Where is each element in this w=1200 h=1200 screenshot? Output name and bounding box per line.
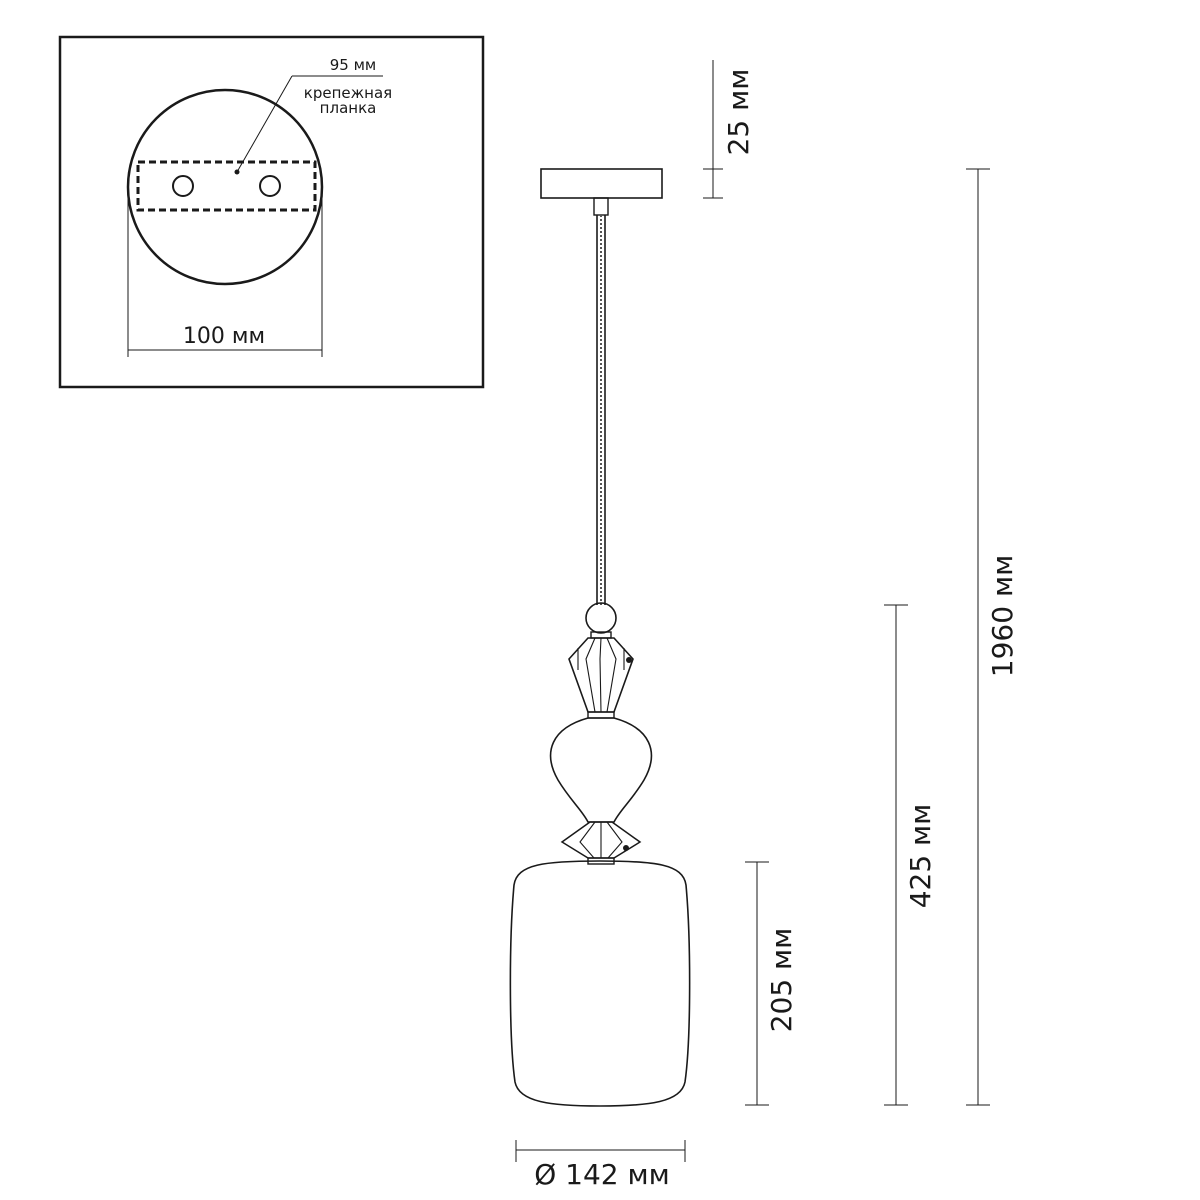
inset-frame [58, 35, 485, 389]
plate-name-line2: планка [320, 99, 377, 117]
total-height-label: 1960 мм [986, 555, 1019, 677]
mounting-plate-outline [136, 160, 317, 212]
canopy-diameter-label: 100 мм [183, 324, 265, 349]
cage-bottom-collar [587, 711, 615, 719]
body-height-label: 425 мм [904, 804, 937, 909]
canopy-height-label: 25 мм [722, 69, 755, 156]
plate-hole-left [172, 175, 194, 197]
star-cage-screw [623, 845, 629, 851]
ceiling-canopy [540, 168, 663, 199]
plate-hole-right [259, 175, 281, 197]
plate-leader-line [236, 75, 293, 173]
plate-name-line1: крепежная [304, 84, 392, 102]
dimension-lines: 25 мм 1960 мм 425 мм 205 мм Ø 142 мм [515, 60, 1019, 1191]
shade-height-label: 205 мм [765, 928, 798, 1033]
canopy-circle [126, 88, 324, 286]
pendant-lamp [509, 168, 691, 1107]
canopy-connector [593, 197, 609, 216]
diamond-cage-ribs [577, 637, 625, 713]
cage-screw [626, 657, 632, 663]
plate-width-label: 95 мм [330, 56, 377, 74]
mounting-plate-inset: 95 мм крепежная планка 100 мм [58, 35, 485, 389]
shade-diameter-label: Ø 142 мм [534, 1158, 670, 1191]
teardrop-glass [549, 717, 653, 823]
star-cage-ribs [579, 821, 623, 859]
top-ball [585, 602, 617, 634]
main-shade [509, 860, 691, 1107]
